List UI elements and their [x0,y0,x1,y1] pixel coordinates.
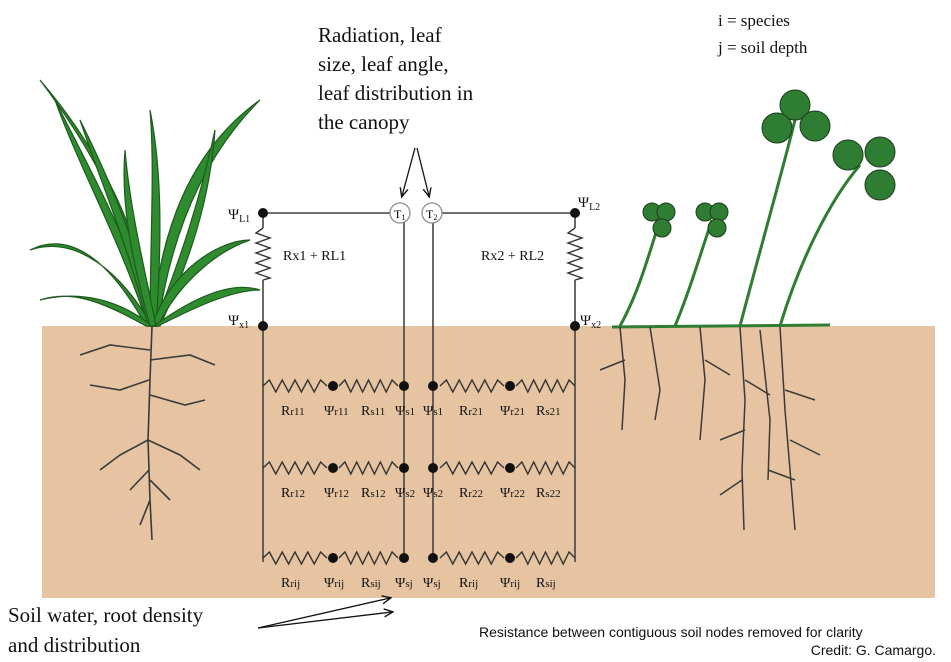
row2-label-5: Ψs2 [423,486,443,501]
resistor-row2-2 [338,460,399,476]
arrow-soil-2 [257,612,392,629]
row1-label-3: Rs11 [361,404,385,419]
node-T1 [389,202,411,224]
node-row3-2 [399,553,409,563]
node-row2-3 [428,463,438,473]
row2-label-6: Rr22 [459,486,483,501]
node-row1-1 [328,381,338,391]
node-psi-x1 [258,321,268,331]
node-T2 [421,202,443,224]
soil-area [42,326,935,598]
resistor-row3-3 [439,550,505,566]
row3-label-7: Ψrij [500,576,520,591]
resistor-row2-3 [439,460,505,476]
node-row2-4 [505,463,515,473]
row2-label-1: Rr12 [281,486,305,501]
row2-label-4: Ψs2 [395,486,415,501]
node-row1-4 [505,381,515,391]
clover-plants [599,89,896,531]
arrow-soil-1 [257,598,390,629]
label-r-left: Rx1 + RL1 [283,249,346,264]
node-psi-L2 [570,208,580,218]
resistor-row3-1 [262,550,328,566]
label-psi-x1: Ψx1 [228,313,249,331]
row3-label-8: Rsij [536,576,556,591]
row3-label-3: Rsij [361,576,381,591]
row3-label-2: Ψrij [324,576,344,591]
row1-label-2: Ψr11 [324,404,349,419]
row3-label-4: Ψsj [395,576,413,591]
node-row1-3 [428,381,438,391]
grass-roots [79,325,216,541]
node-row2-1 [328,463,338,473]
row1-label-7: Ψr21 [500,404,525,419]
row1-label-5: Ψs1 [423,404,443,419]
node-row3-1 [328,553,338,563]
row2-label-7: Ψr22 [500,486,525,501]
arrow-to-T1 [402,147,416,196]
row1-label-4: Ψs1 [395,404,415,419]
node-row1-2 [399,381,409,391]
node-psi-x2 [570,321,580,331]
node-psi-L1 [258,208,268,218]
resistor-row2-1 [262,460,328,476]
resistor-row3-2 [338,550,399,566]
row1-label-6: Rr21 [459,404,483,419]
resistor-row1-2 [338,378,399,394]
resistor-row1-1 [262,378,328,394]
label-T2: T2 [426,207,437,222]
label-T1: T1 [394,207,405,222]
node-row3-4 [505,553,515,563]
resistor-row3-4 [515,550,576,566]
label-psi-x2: Ψx2 [580,313,601,331]
label-psi-L1: ΨL1 [228,207,250,225]
credit-text: Credit: G. Camargo. [811,642,936,658]
resistor-row1-3 [439,378,505,394]
row3-label-5: Ψsj [423,576,441,591]
row2-label-3: Rs12 [361,486,386,501]
row1-label-1: Rr11 [281,404,305,419]
canopy-note: Radiation, leaf size, leaf angle, leaf d… [318,23,478,134]
resistor-row2-4 [515,460,576,476]
row3-label-6: Rrij [459,576,478,591]
node-row2-2 [399,463,409,473]
row3-label-1: Rrij [281,576,300,591]
clarity-note: Resistance between contiguous soil nodes… [479,624,863,640]
grass-plant [29,79,261,327]
index-legend: i = species j = soil depth [717,11,808,57]
label-r-right: Rx2 + RL2 [481,249,544,264]
row1-label-8: Rs21 [536,404,561,419]
row2-label-2: Ψr12 [324,486,349,501]
node-row3-3 [428,553,438,563]
row2-label-8: Rs22 [536,486,561,501]
resistor-row1-4 [515,378,576,394]
label-psi-L2: ΨL2 [578,195,600,213]
soil-note: Soil water, root density and distributio… [8,603,208,657]
arrow-to-T2 [416,147,429,196]
